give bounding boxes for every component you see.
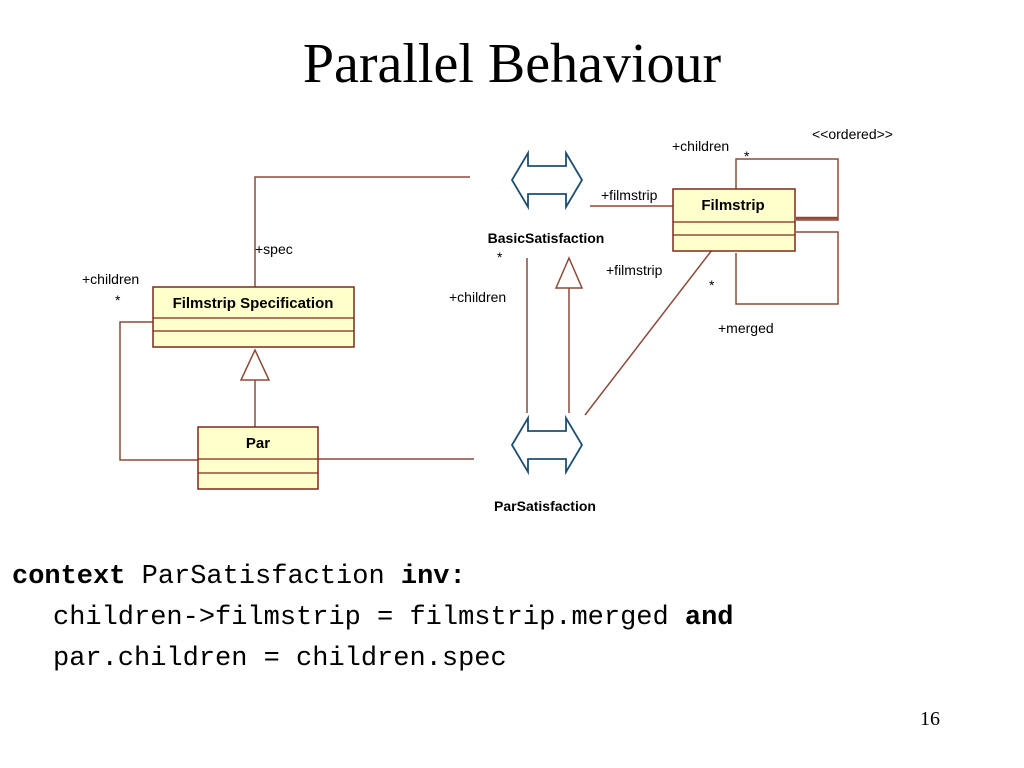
par-satisfaction-shape[interactable] [510, 414, 584, 476]
basic-satisfaction-shape[interactable] [510, 149, 584, 211]
ocl-line-2: children->filmstrip = filmstrip.merged a… [53, 603, 734, 633]
filmstrip-role-label-top: +filmstrip [601, 187, 658, 203]
filmstrip-specification-name: Filmstrip Specification [173, 295, 334, 312]
ocl-expression-1: children->filmstrip = filmstrip.merged [53, 603, 685, 633]
filmstrip-specification-class[interactable]: Filmstrip Specification [152, 286, 355, 348]
page-number: 16 [920, 708, 940, 730]
slide-title: Parallel Behaviour [302, 33, 722, 95]
filmstrip-children-multiplicity: * [744, 148, 750, 164]
ocl-line-1: context ParSatisfaction inv: [12, 562, 466, 592]
basic-children-role-label: +children [449, 289, 506, 305]
satisfaction-generalization-arrowhead [554, 256, 584, 289]
spec-children-role-label: +children [82, 271, 139, 287]
ocl-keyword-context: context [12, 562, 126, 592]
ocl-colon: : [449, 562, 466, 592]
ordered-stereotype-label: <<ordered>> [812, 126, 893, 142]
ocl-expression-2: par.children = children.spec [53, 644, 507, 674]
ocl-keyword-inv: inv [400, 562, 450, 592]
ocl-keyword-and: and [684, 603, 734, 633]
uml-diagram: Filmstrip Specification Par Filmstrip Ba… [82, 126, 893, 514]
filmstrip-class[interactable]: Filmstrip [672, 188, 796, 252]
spec-role-label: +spec [255, 241, 293, 257]
spec-association-line [254, 176, 470, 287]
filmstrip-name: Filmstrip [701, 197, 764, 214]
filmstrip-children-role-label: +children [672, 138, 729, 154]
par-generalization-arrowhead [239, 348, 271, 381]
par-class[interactable]: Par [197, 426, 319, 490]
spec-children-multiplicity: * [115, 292, 121, 308]
merged-multiplicity: * [709, 277, 715, 293]
par-filmstrip-line [584, 249, 713, 416]
par-satisfaction-label: ParSatisfaction [494, 498, 596, 514]
ocl-context-name: ParSatisfaction [125, 562, 401, 592]
ocl-line-3: par.children = children.spec [53, 644, 507, 674]
merged-role-label: +merged [718, 320, 774, 336]
par-name: Par [246, 435, 270, 452]
filmstrip-role-label-mid: +filmstrip [606, 262, 663, 278]
filmstrip-children-line [735, 158, 839, 221]
basic-satisfaction-label: BasicSatisfaction [488, 230, 605, 246]
filmstrip-merged-line [735, 231, 839, 305]
spec-children-line [119, 321, 198, 461]
basic-multiplicity: * [497, 249, 503, 265]
